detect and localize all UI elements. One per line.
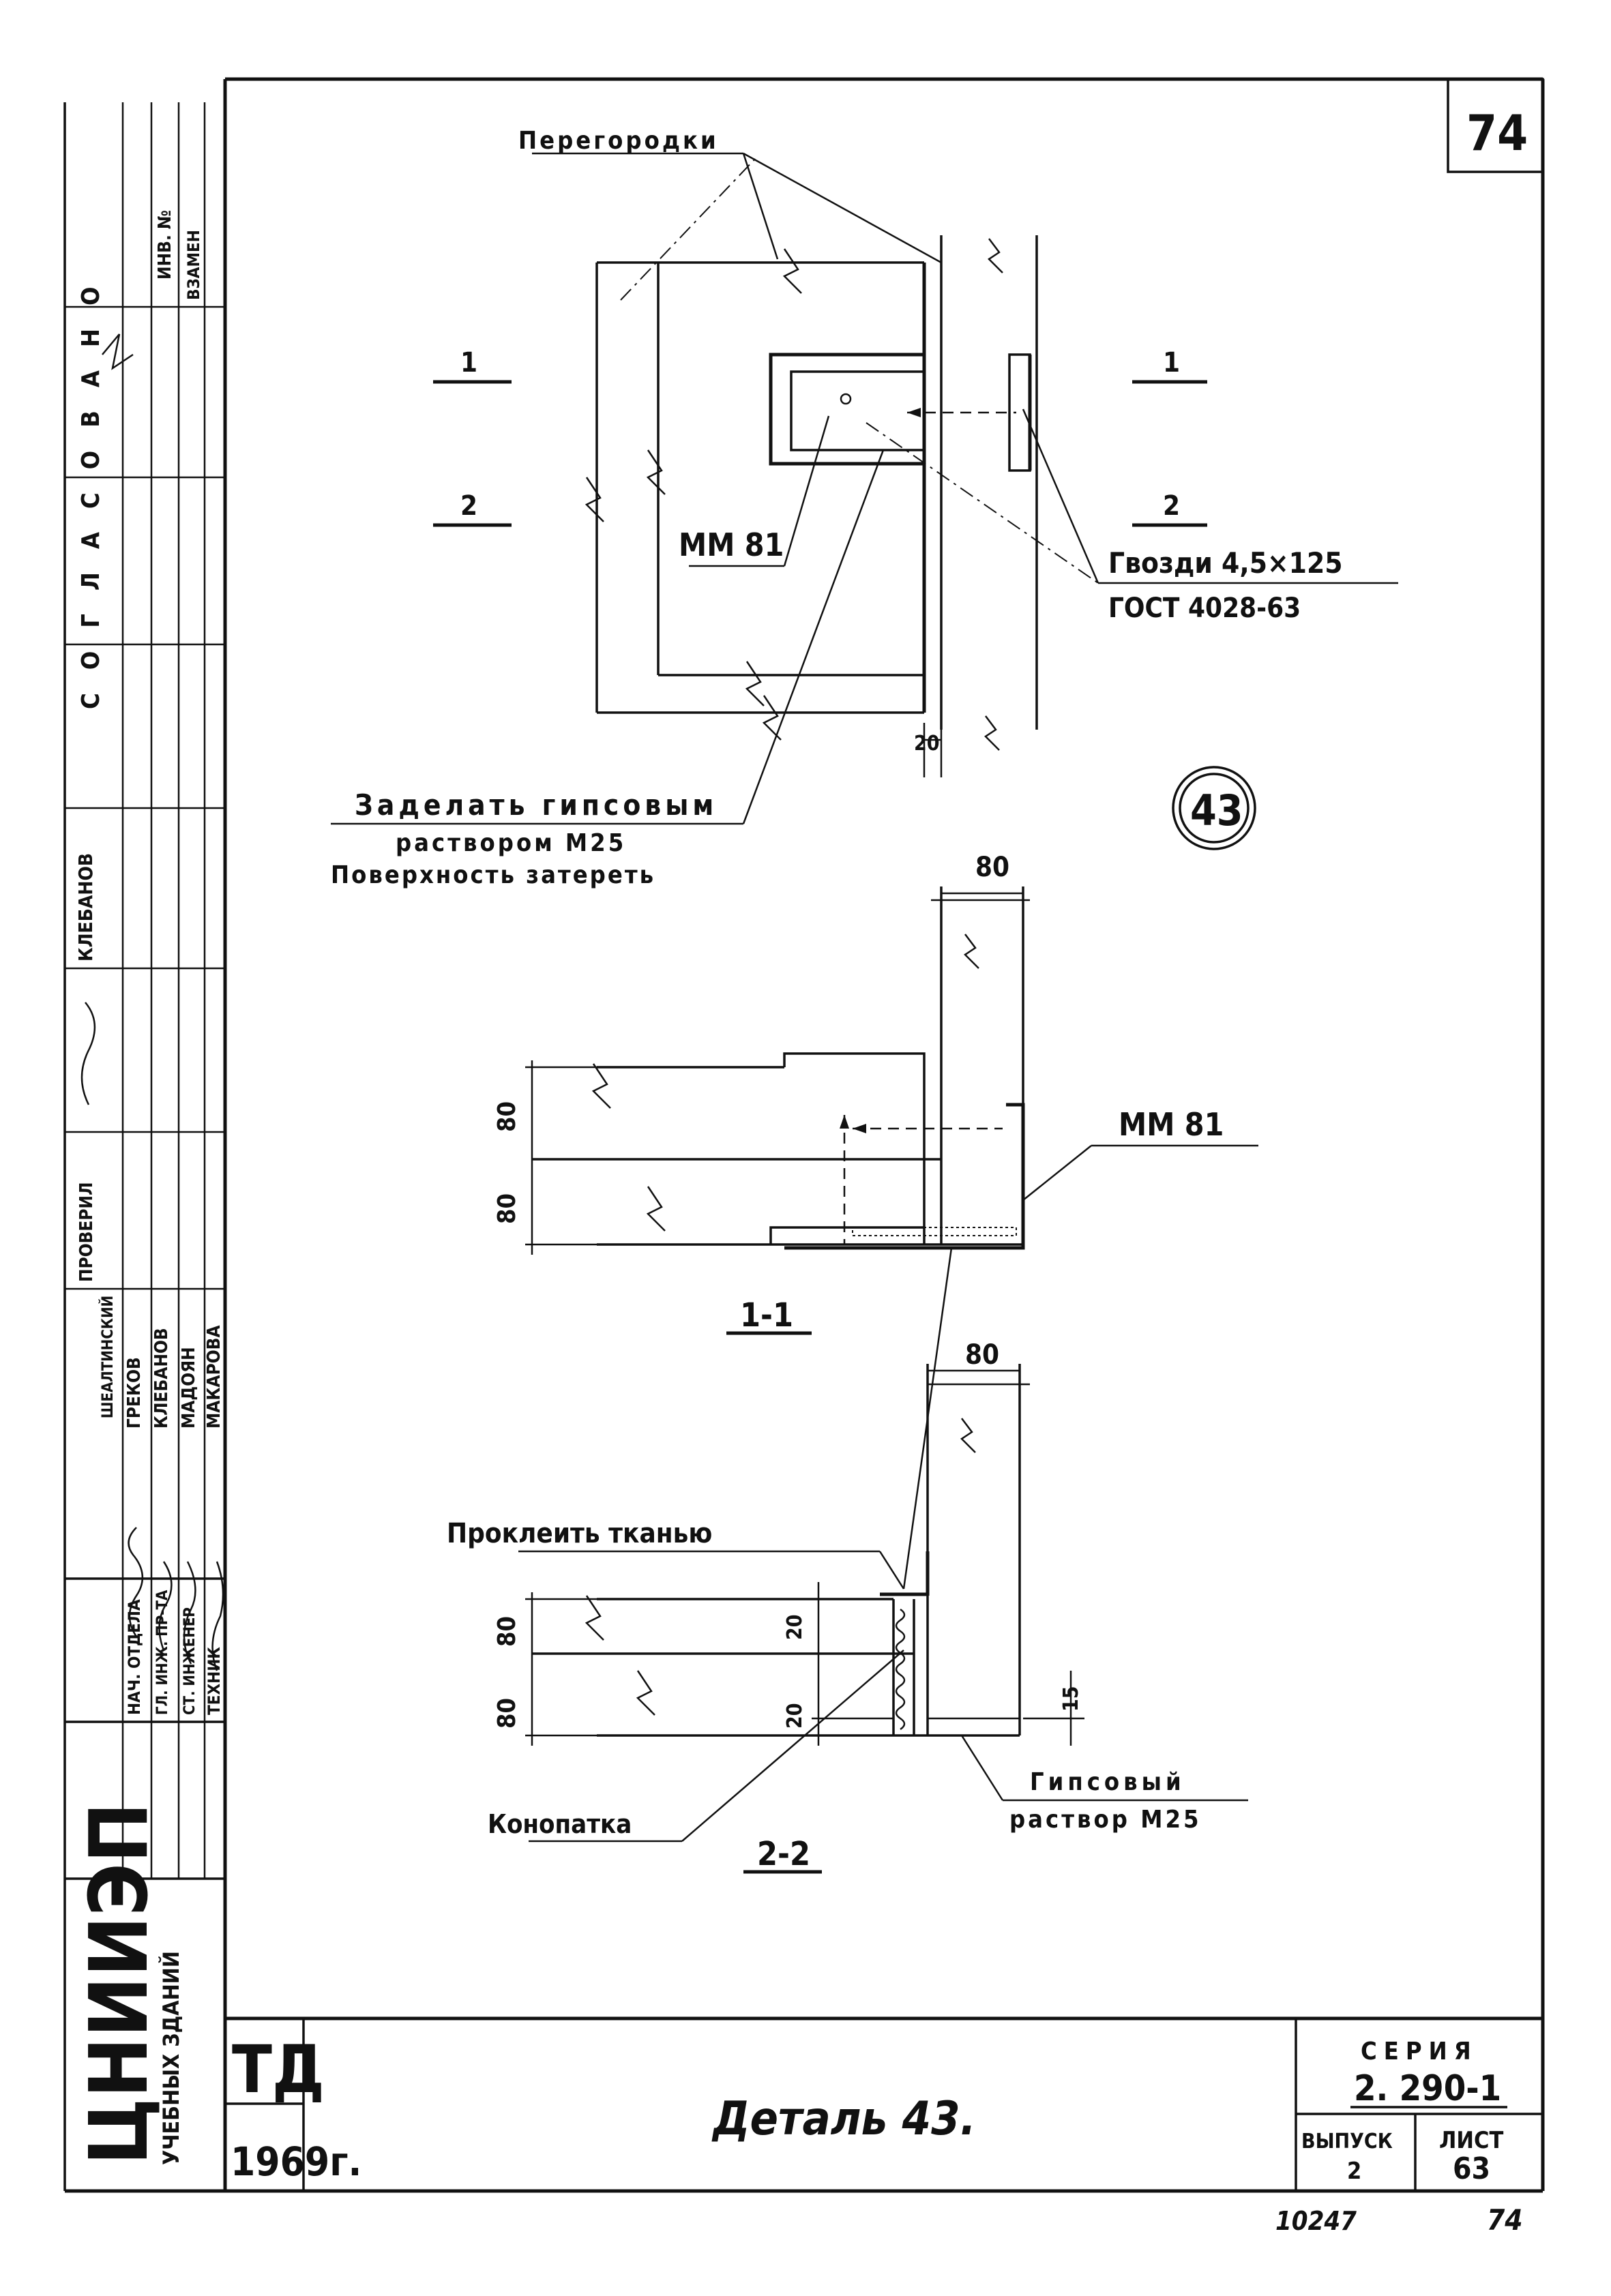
s2-gypsum-1: Гипсовый: [1030, 1768, 1185, 1796]
role-2: ГЛ. ИНЖ. ПР-ТА: [154, 1590, 171, 1715]
org-sub: УЧЕБНЫХ ЗДАНИЙ: [158, 1951, 184, 2165]
detail-number: 43: [1190, 786, 1243, 835]
s2-tape: Проклеить тканью: [447, 1518, 712, 1549]
s1-mm81: ММ 81: [1119, 1106, 1224, 1143]
note-line2: раствором М25: [396, 829, 626, 857]
label-partitions: Перегородки: [518, 127, 719, 155]
issue-label: ВЫПУСК: [1301, 2130, 1393, 2153]
name-4: МАКАРОВА: [204, 1325, 224, 1429]
sheet-frame: [63, 77, 1545, 2193]
s2-dim-a: 80: [493, 1616, 521, 1647]
section-2-2: [518, 1247, 1248, 1874]
cut-2-right: 2: [1163, 490, 1180, 522]
s2-dim-15: 15: [1059, 1686, 1083, 1712]
dim-20-plan: 20: [914, 732, 940, 756]
sheet-value: 63: [1453, 2151, 1490, 2186]
nails-line2: ГОСТ 4028-63: [1108, 593, 1301, 624]
s2-label: 2-2: [757, 1835, 810, 1873]
name-3: МАДОЯН: [179, 1347, 199, 1429]
bottom-code: 10247: [1275, 2206, 1357, 2236]
plan-view: [331, 152, 1398, 825]
org-name: ЦНИИЭП: [72, 1802, 166, 2165]
s1-dim-a: 80: [493, 1101, 521, 1132]
s1-dim-top: 80: [975, 852, 1009, 883]
s2-gypsum-2: раствор М25: [1009, 1806, 1202, 1834]
s2-dim-b: 80: [493, 1698, 521, 1729]
replace-label: ВЗАМЕН: [184, 230, 203, 300]
s2-dim-20a: 20: [783, 1614, 807, 1640]
sheet-label: ЛИСТ: [1439, 2127, 1503, 2154]
series-label: СЕРИЯ: [1361, 2038, 1478, 2066]
detail-marker: [1172, 766, 1256, 850]
cut-2-left: 2: [460, 490, 477, 522]
checked-label: ПРОВЕРИЛ: [76, 1182, 97, 1282]
s2-dim-top: 80: [965, 1339, 999, 1371]
section-1-1: [525, 886, 1258, 1335]
s1-dim-b: 80: [493, 1193, 521, 1224]
series-value: 2. 290-1: [1354, 2068, 1501, 2109]
s2-caulk: Конопатка: [488, 1809, 632, 1839]
bottom-page: 74: [1487, 2203, 1523, 2237]
role-1: НАЧ. ОТДЕЛА: [125, 1599, 144, 1715]
s2-dim-20b: 20: [783, 1703, 807, 1729]
signature-scribbles: [80, 333, 224, 1671]
td-label: ТД: [232, 2031, 325, 2108]
corner-number: 74: [1466, 104, 1528, 162]
note-line3: Поверхность затереть: [331, 861, 655, 889]
note-line1: Заделать гипсовым: [355, 788, 718, 822]
sheet-title: Деталь 43.: [711, 2092, 976, 2146]
top-name: ШЕАЛТИНСКИЙ: [99, 1296, 117, 1418]
name-2: КЛЕБАНОВ: [151, 1328, 172, 1429]
plan-mm81: ММ 81: [679, 526, 784, 563]
nails-line1: Гвозди 4,5×125: [1108, 546, 1343, 580]
cut-1-right: 1: [1163, 347, 1180, 378]
inv-label: ИНВ. №: [155, 210, 175, 280]
cut-1-left: 1: [460, 347, 477, 378]
klebanov-label: КЛЕБАНОВ: [74, 853, 97, 961]
name-1: ГРЕКОВ: [124, 1357, 145, 1429]
side-strip: [65, 102, 225, 1880]
agreed-label: СОГЛАСОВАНО: [77, 263, 105, 709]
title-block: [225, 2016, 1543, 2191]
year-label: 1969г.: [231, 2138, 361, 2185]
role-4: ТЕХНИК: [205, 1647, 224, 1715]
issue-value: 2: [1347, 2158, 1361, 2185]
s1-label: 1-1: [740, 1296, 793, 1335]
